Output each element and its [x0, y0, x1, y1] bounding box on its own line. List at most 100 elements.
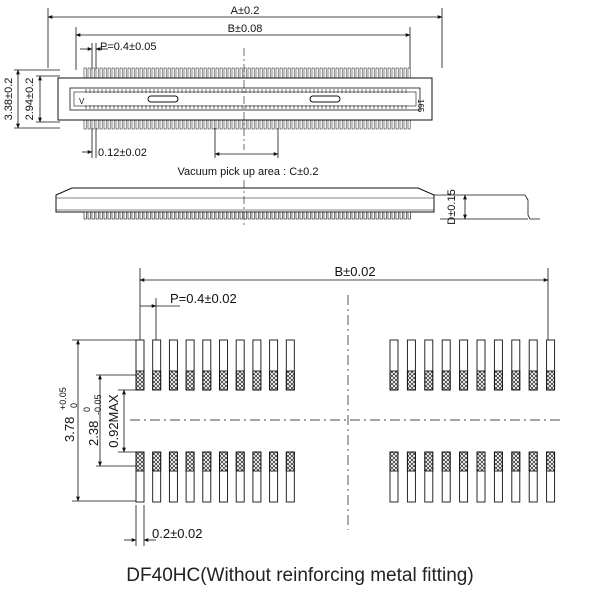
top-pin: [243, 67, 247, 79]
side-pin: [311, 211, 315, 220]
side-pin: [335, 211, 339, 220]
top-view-cavity: [69, 87, 421, 111]
bottom-pin: [323, 119, 327, 130]
top-pin: [359, 67, 363, 79]
pad-bottom-hatch: [441, 451, 451, 472]
top-pin: [355, 67, 359, 79]
top-pin: [307, 67, 311, 79]
top-pin: [327, 67, 331, 79]
top-pin: [279, 67, 283, 79]
bottom-pin: [139, 119, 143, 130]
bottom-pin: [163, 119, 167, 130]
pad-top-hatch: [235, 370, 245, 391]
side-pin: [91, 211, 95, 220]
side-pin: [375, 211, 379, 220]
side-pin: [199, 211, 203, 220]
polarization-key-left: [147, 95, 179, 103]
bottom-pin: [211, 119, 215, 130]
top-pin: [127, 67, 131, 79]
pad-bottom-hatch: [285, 451, 295, 472]
bottom-pin: [135, 119, 139, 130]
bottom-pin: [231, 119, 235, 130]
side-pin: [211, 211, 215, 220]
pattern-dim-gap-label: 0.92MAX: [106, 394, 121, 448]
side-pin: [207, 211, 211, 220]
side-pin: [95, 211, 99, 220]
side-pin: [367, 211, 371, 220]
top-view: A±0.2 B±0.08 P=0.4±0.05 3.38±0.2 2.94±0.…: [3, 5, 443, 178]
bottom-pin: [83, 119, 87, 130]
top-pin: [143, 67, 147, 79]
top-pin: [379, 67, 383, 79]
pad-top-hatch: [269, 370, 279, 391]
dim-terminal: [82, 128, 97, 158]
top-pin: [195, 67, 199, 79]
top-pin: [239, 67, 243, 79]
pattern-dim-b-label: B±0.02: [334, 264, 375, 279]
bottom-pin: [399, 119, 403, 130]
top-pin: [291, 67, 295, 79]
bottom-pin: [351, 119, 355, 130]
side-pin: [395, 211, 399, 220]
side-pin: [327, 211, 331, 220]
dim-a-label: A±0.2: [231, 5, 260, 17]
top-pin: [135, 67, 139, 79]
bottom-pin: [91, 119, 95, 130]
top-pin: [395, 67, 399, 79]
top-pin: [331, 67, 335, 79]
top-pin: [227, 67, 231, 79]
bottom-pin: [119, 119, 123, 130]
top-pin: [259, 67, 263, 79]
pattern-dim-height: [72, 339, 136, 502]
top-pin: [251, 67, 255, 79]
side-pin: [407, 211, 411, 220]
side-pin: [347, 211, 351, 220]
side-pin: [159, 211, 163, 220]
pattern-dim-main-tol-upper: +0.05: [58, 387, 68, 410]
pad-top-hatch: [546, 370, 556, 391]
bottom-pin: [271, 119, 275, 130]
dim-p: [80, 43, 108, 70]
bottom-pin: [291, 119, 295, 130]
bottom-pin: [375, 119, 379, 130]
side-pin: [263, 211, 267, 220]
pattern-dim-pad-width-label: 0.2±0.02: [152, 526, 203, 541]
pad-bottom-hatch: [202, 451, 212, 472]
pad-bottom-hatch: [219, 451, 228, 472]
top-pin: [99, 67, 103, 79]
bottom-pin: [251, 119, 255, 130]
bottom-pin: [111, 119, 115, 130]
bottom-pin: [215, 119, 219, 130]
bottom-pin: [239, 119, 243, 130]
top-pin: [123, 67, 127, 79]
pattern-dim-main-tol-lower: 0: [69, 403, 79, 408]
side-view: D±0.15: [55, 180, 540, 225]
top-pin: [139, 67, 143, 79]
side-pin: [179, 211, 183, 220]
bottom-pin: [203, 119, 207, 130]
side-pin: [399, 211, 403, 220]
side-pin: [379, 211, 383, 220]
top-pin: [391, 67, 395, 79]
pad-top-hatch: [511, 370, 521, 391]
top-pin: [187, 67, 191, 79]
bottom-pin: [263, 119, 267, 130]
side-pin: [359, 211, 363, 220]
side-pin: [323, 211, 327, 220]
pattern-dim-p: [140, 298, 180, 345]
bottom-pin: [95, 119, 99, 130]
bottom-pin: [347, 119, 351, 130]
pattern-dim-pad-width: [124, 505, 156, 546]
bottom-pin: [255, 119, 259, 130]
bottom-pin: [287, 119, 291, 130]
top-pin: [179, 67, 183, 79]
top-pin: [335, 67, 339, 79]
side-pin: [315, 211, 319, 220]
pad-top-hatch: [528, 370, 538, 391]
bottom-pin: [319, 119, 323, 130]
top-pin: [223, 67, 227, 79]
top-pin: [231, 67, 235, 79]
top-pin: [203, 67, 207, 79]
top-pin: [375, 67, 379, 79]
